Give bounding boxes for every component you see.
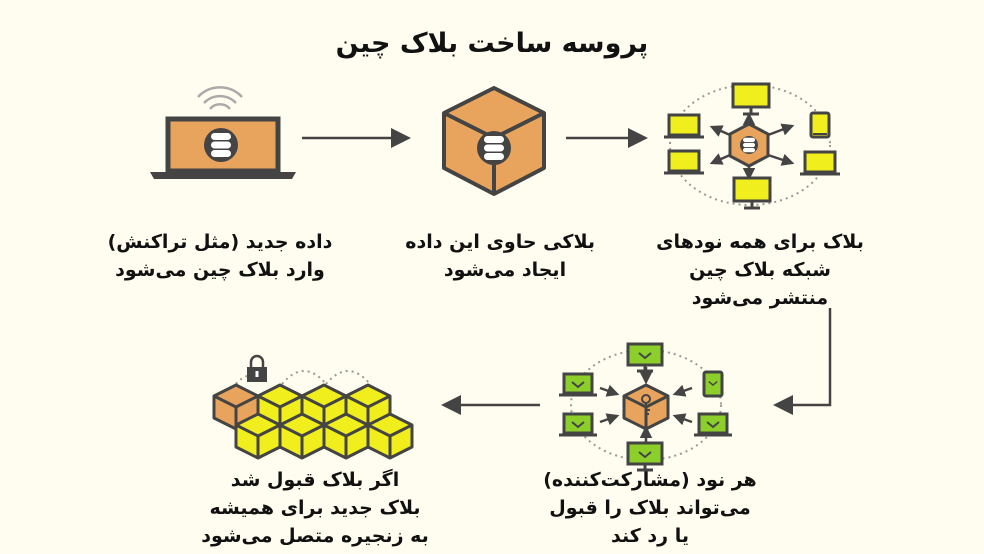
laptop-database-icon bbox=[150, 86, 296, 179]
caption-line: به زنجیره متصل می‌شود bbox=[201, 525, 429, 547]
caption-line: هر نود (مشارکت‌کننده) bbox=[543, 469, 757, 491]
caption-line: ایجاد می‌شود bbox=[443, 259, 567, 281]
laptop-icon bbox=[798, 150, 842, 176]
caption-line: اگر بلاک قبول شد bbox=[230, 469, 400, 491]
caption-line: بلاک برای همه نودهای bbox=[656, 231, 864, 253]
tablet-icon bbox=[809, 111, 831, 139]
laptop-icon bbox=[662, 113, 706, 139]
caption-line: می‌تواند بلاک را قبول bbox=[549, 497, 751, 519]
caption-line: بلاکی حاوی این داده bbox=[405, 231, 595, 253]
network-broadcast-icon bbox=[662, 82, 842, 210]
network-validation-icon bbox=[559, 344, 732, 470]
caption-line: یا رد کند bbox=[611, 525, 689, 547]
step-1-caption: داده جدید (مثل تراکنش) وارد بلاک چین می‌… bbox=[100, 228, 340, 284]
step-4-caption: هر نود (مشارکت‌کننده) می‌تواند بلاک را ق… bbox=[540, 466, 760, 550]
laptop-icon bbox=[662, 149, 706, 175]
caption-line: داده جدید (مثل تراکنش) bbox=[107, 231, 333, 253]
block-cube-icon bbox=[442, 86, 546, 196]
step-5-caption: اگر بلاک قبول شد بلاک جدید برای همیشه به… bbox=[200, 466, 430, 550]
blockchain-chain-icon bbox=[212, 354, 414, 460]
caption-line: بلاک جدید برای همیشه bbox=[209, 497, 421, 519]
step-2-caption: بلاکی حاوی این داده ایجاد می‌شود bbox=[405, 228, 595, 284]
page-title: پروسه ساخت بلاک چین bbox=[335, 28, 649, 59]
lock-icon bbox=[247, 354, 267, 382]
arrow-step3-to-step4 bbox=[773, 308, 832, 415]
caption-line: شبکه بلاک چین bbox=[689, 259, 831, 281]
step-3-caption: بلاک برای همه نودهای شبکه بلاک چین منتشر… bbox=[650, 228, 870, 312]
caption-line: منتشر می‌شود bbox=[691, 287, 829, 309]
caption-line: وارد بلاک چین می‌شود bbox=[115, 259, 325, 281]
monitor-icon bbox=[731, 82, 771, 116]
